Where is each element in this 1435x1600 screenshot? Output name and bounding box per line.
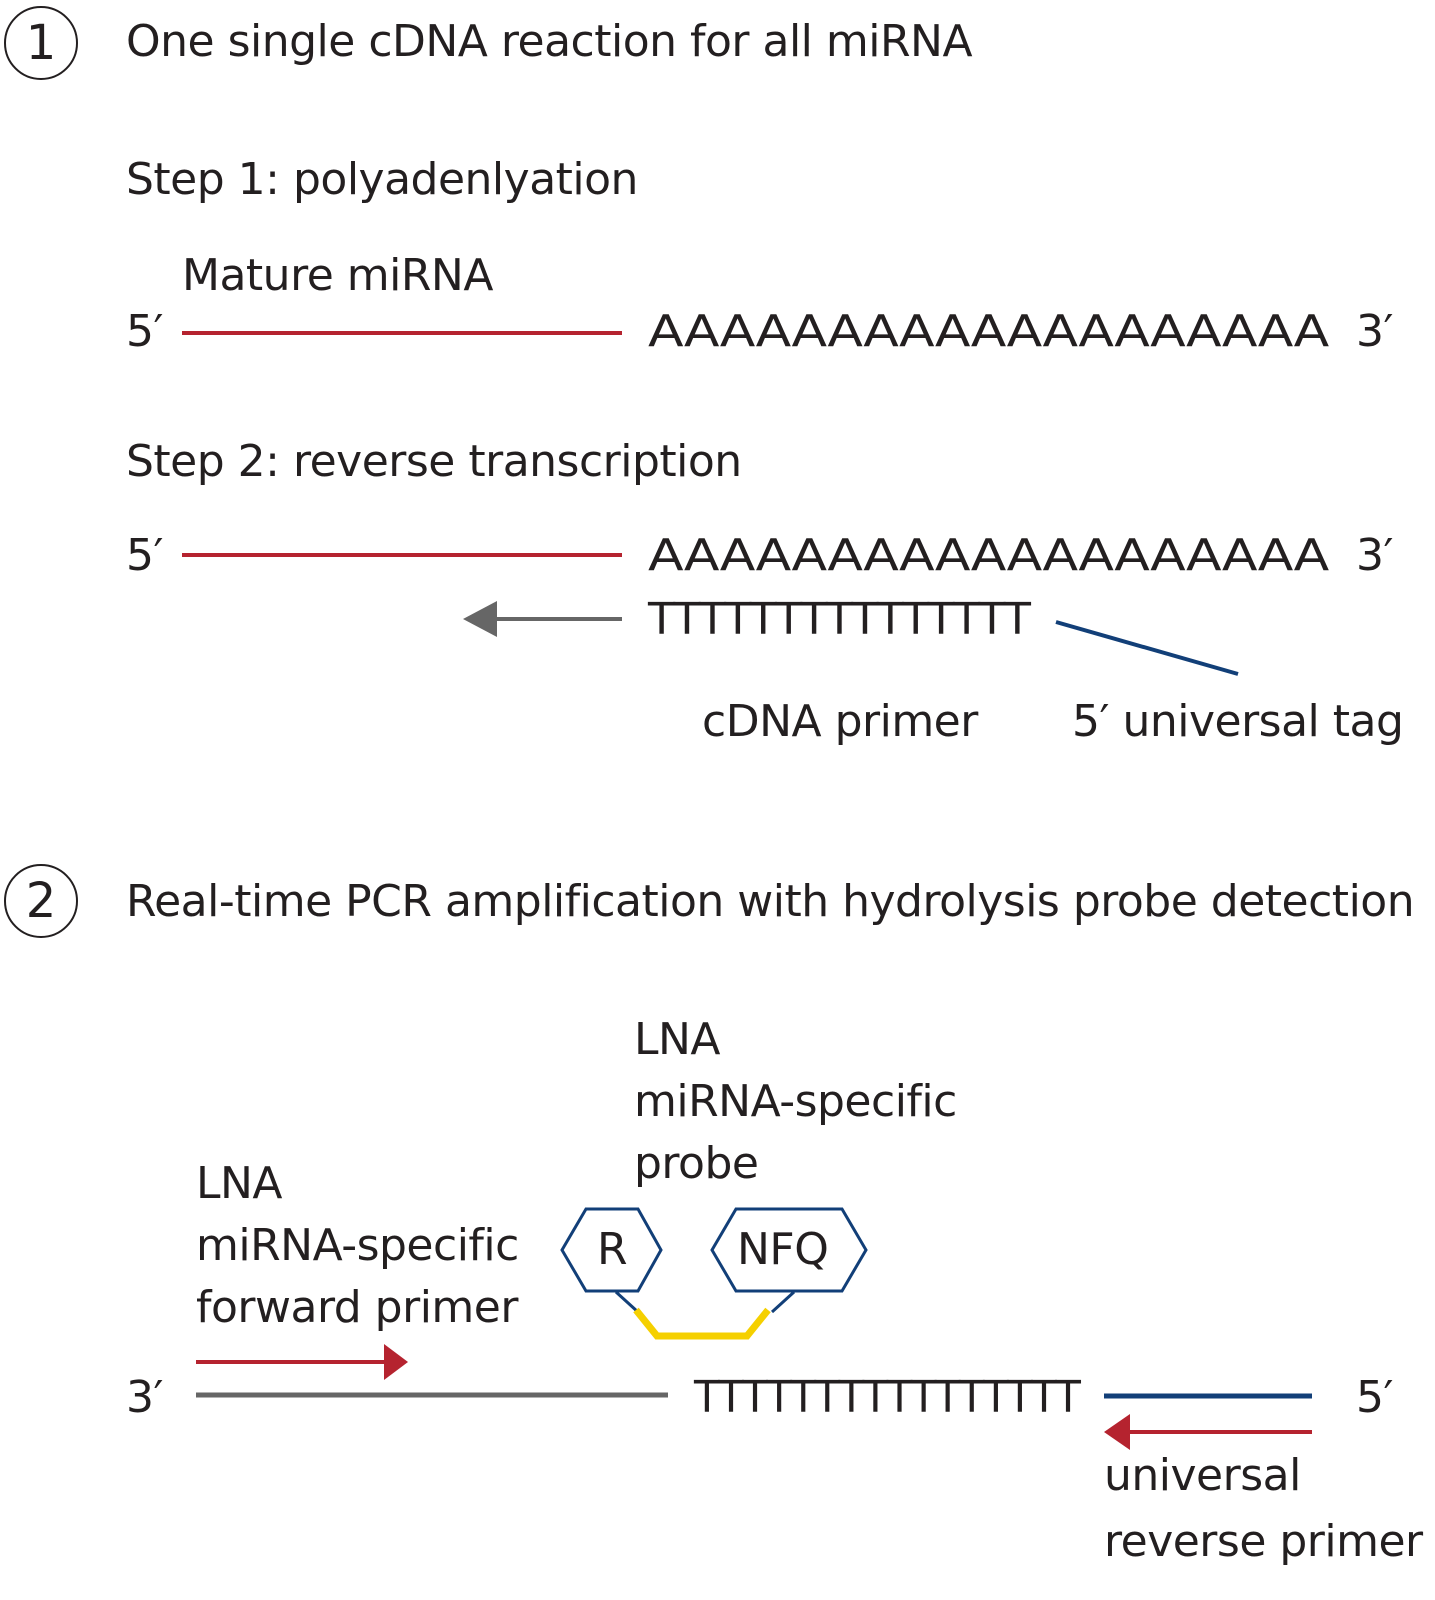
mature-mirna-label: Mature miRNA bbox=[182, 250, 493, 301]
forward-primer-arrow bbox=[196, 1344, 408, 1380]
reverse-transcription-arrow bbox=[463, 601, 622, 637]
pcr-3prime-label: 3′ bbox=[126, 1372, 163, 1423]
pcr-5prime-label: 5′ bbox=[1356, 1372, 1393, 1423]
reporter-dye-label: R bbox=[597, 1224, 628, 1275]
step-1-3prime-label: 3′ bbox=[1356, 306, 1393, 357]
section-1-number-badge: 1 bbox=[4, 6, 78, 80]
probe-linker bbox=[633, 1307, 771, 1340]
section-2-number: 2 bbox=[25, 873, 57, 929]
step-2-poly-a-tail: AAAAAAAAAAAAAAAAAAA bbox=[648, 530, 1329, 581]
section-1-number: 1 bbox=[25, 15, 57, 71]
forward-primer-label-line-1: LNA bbox=[196, 1158, 283, 1209]
reporter-connector bbox=[614, 1290, 640, 1314]
quencher-connector bbox=[770, 1290, 796, 1314]
section-1-title: One single cDNA reaction for all miRNA bbox=[126, 16, 973, 67]
probe-label-line-2: miRNA-specific bbox=[634, 1076, 957, 1127]
quencher-hexagon bbox=[710, 1207, 868, 1293]
reverse-primer-label-line-2: reverse primer bbox=[1104, 1516, 1423, 1567]
reverse-primer-label-line-1: universal bbox=[1104, 1450, 1301, 1501]
universal-tag-label: 5′ universal tag bbox=[1072, 696, 1404, 747]
reporter-hexagon bbox=[560, 1207, 663, 1293]
probe-label-line-3: probe bbox=[634, 1138, 759, 1189]
cdna-primer-label: cDNA primer bbox=[702, 696, 978, 747]
forward-primer-label-line-2: miRNA-specific bbox=[196, 1220, 519, 1271]
step-1-poly-a-tail: AAAAAAAAAAAAAAAAAAA bbox=[648, 306, 1329, 357]
step-2-title: Step 2: reverse transcription bbox=[126, 436, 742, 487]
step-1-title: Step 1: polyadenlyation bbox=[126, 154, 638, 205]
quencher-label: NFQ bbox=[737, 1224, 829, 1275]
section-2-number-badge: 2 bbox=[4, 864, 78, 938]
step-2-poly-t-primer: TTTTTTTTTTTTTTT bbox=[648, 594, 1031, 645]
forward-primer-label-line-3: forward primer bbox=[196, 1282, 518, 1333]
universal-tag-strand bbox=[1055, 620, 1239, 676]
step-1-5prime-label: 5′ bbox=[126, 306, 163, 357]
section-2-title: Real-time PCR amplification with hydroly… bbox=[126, 876, 1415, 927]
step-2-3prime-label: 3′ bbox=[1356, 530, 1393, 581]
pcr-poly-t-template: TTTTTTTTTTTTTTTT bbox=[694, 1372, 1081, 1423]
probe-label-line-1: LNA bbox=[634, 1014, 721, 1065]
step-2-5prime-label: 5′ bbox=[126, 530, 163, 581]
reverse-primer-arrow bbox=[1104, 1414, 1312, 1450]
